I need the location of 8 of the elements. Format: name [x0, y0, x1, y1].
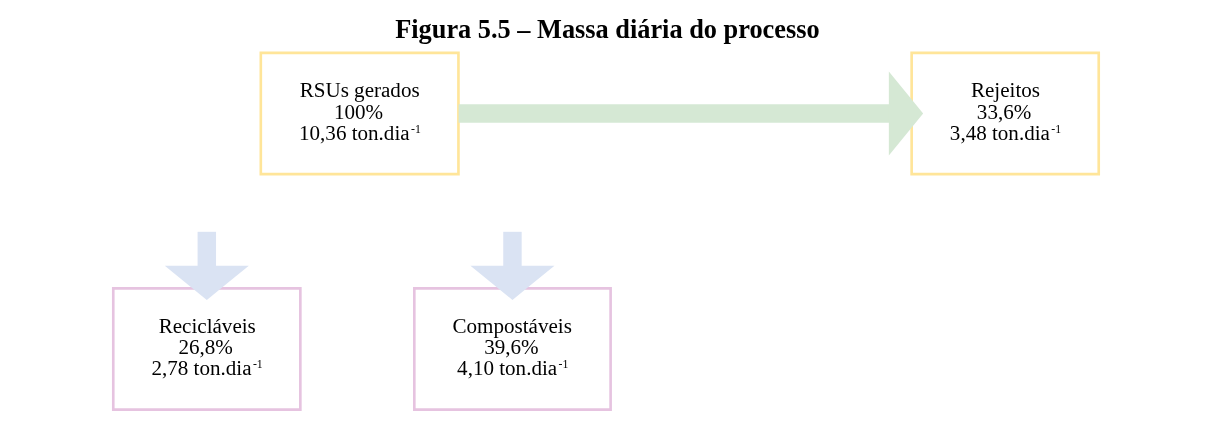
node-box: Recicláveis 26,8% 2,78 ton.dia$^{-1}$: [111, 287, 302, 411]
arrow: [458, 71, 923, 156]
diagram-title: Figura 5.5 – Massa diária do processo: [394, 15, 820, 45]
node-box: Rejeitos 33,6% 3,48 ton.dia$^{-1}$: [909, 51, 1100, 176]
arrow: [164, 231, 249, 300]
arrow: [469, 231, 554, 300]
node-box: Compostáveis 39,6% 4,10 ton.dia$^{-1}$: [412, 287, 612, 411]
node-box: RSUs gerados 100% 10,36 ton.dia$^{-1}$: [259, 51, 460, 176]
